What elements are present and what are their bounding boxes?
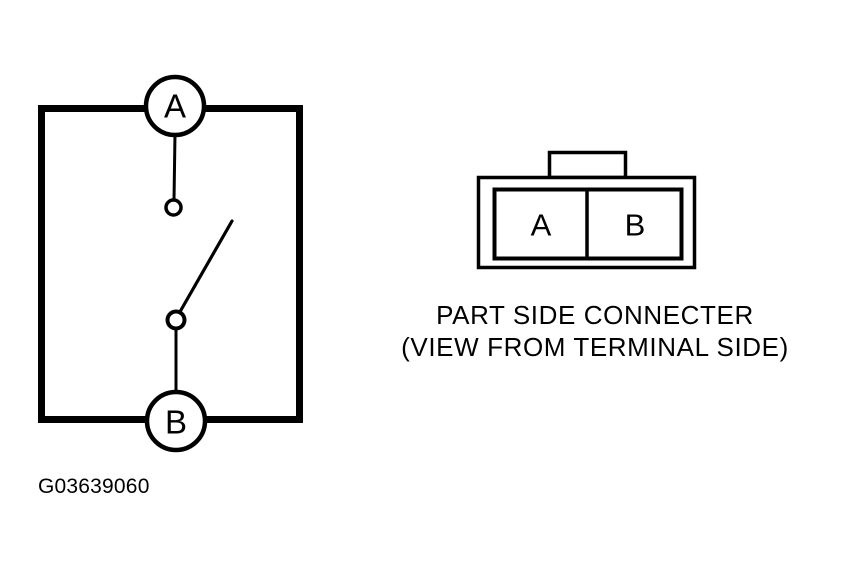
switch-schematic-svg: A B bbox=[38, 74, 303, 453]
terminal-node-b bbox=[144, 389, 208, 453]
connector-svg: A B bbox=[476, 150, 697, 270]
connector-locking-tab bbox=[547, 150, 628, 180]
switch-outer-frame bbox=[38, 105, 303, 423]
terminal-node-a bbox=[143, 74, 207, 138]
connector-title-line2: (VIEW FROM TERMINAL SIDE) bbox=[401, 332, 789, 362]
switch-schematic: A B G03639060 bbox=[0, 0, 420, 572]
terminal-a-label: A bbox=[164, 88, 186, 125]
contact-point-upper bbox=[164, 198, 183, 217]
cavity-a-label: A bbox=[531, 208, 552, 243]
connector-title-line1: PART SIDE CONNECTER bbox=[436, 300, 754, 330]
cavity-b-label: B bbox=[625, 208, 646, 243]
switch-lever-arm bbox=[175, 219, 234, 319]
pivot-point-lower bbox=[165, 309, 187, 331]
lead-line-a bbox=[172, 133, 177, 201]
figure-caption: G03639060 bbox=[38, 475, 150, 498]
connector-illustration: A B PART SIDE CONNECTER (VIEW FROM TERMI… bbox=[360, 140, 830, 370]
terminal-b-label: B bbox=[165, 404, 187, 441]
